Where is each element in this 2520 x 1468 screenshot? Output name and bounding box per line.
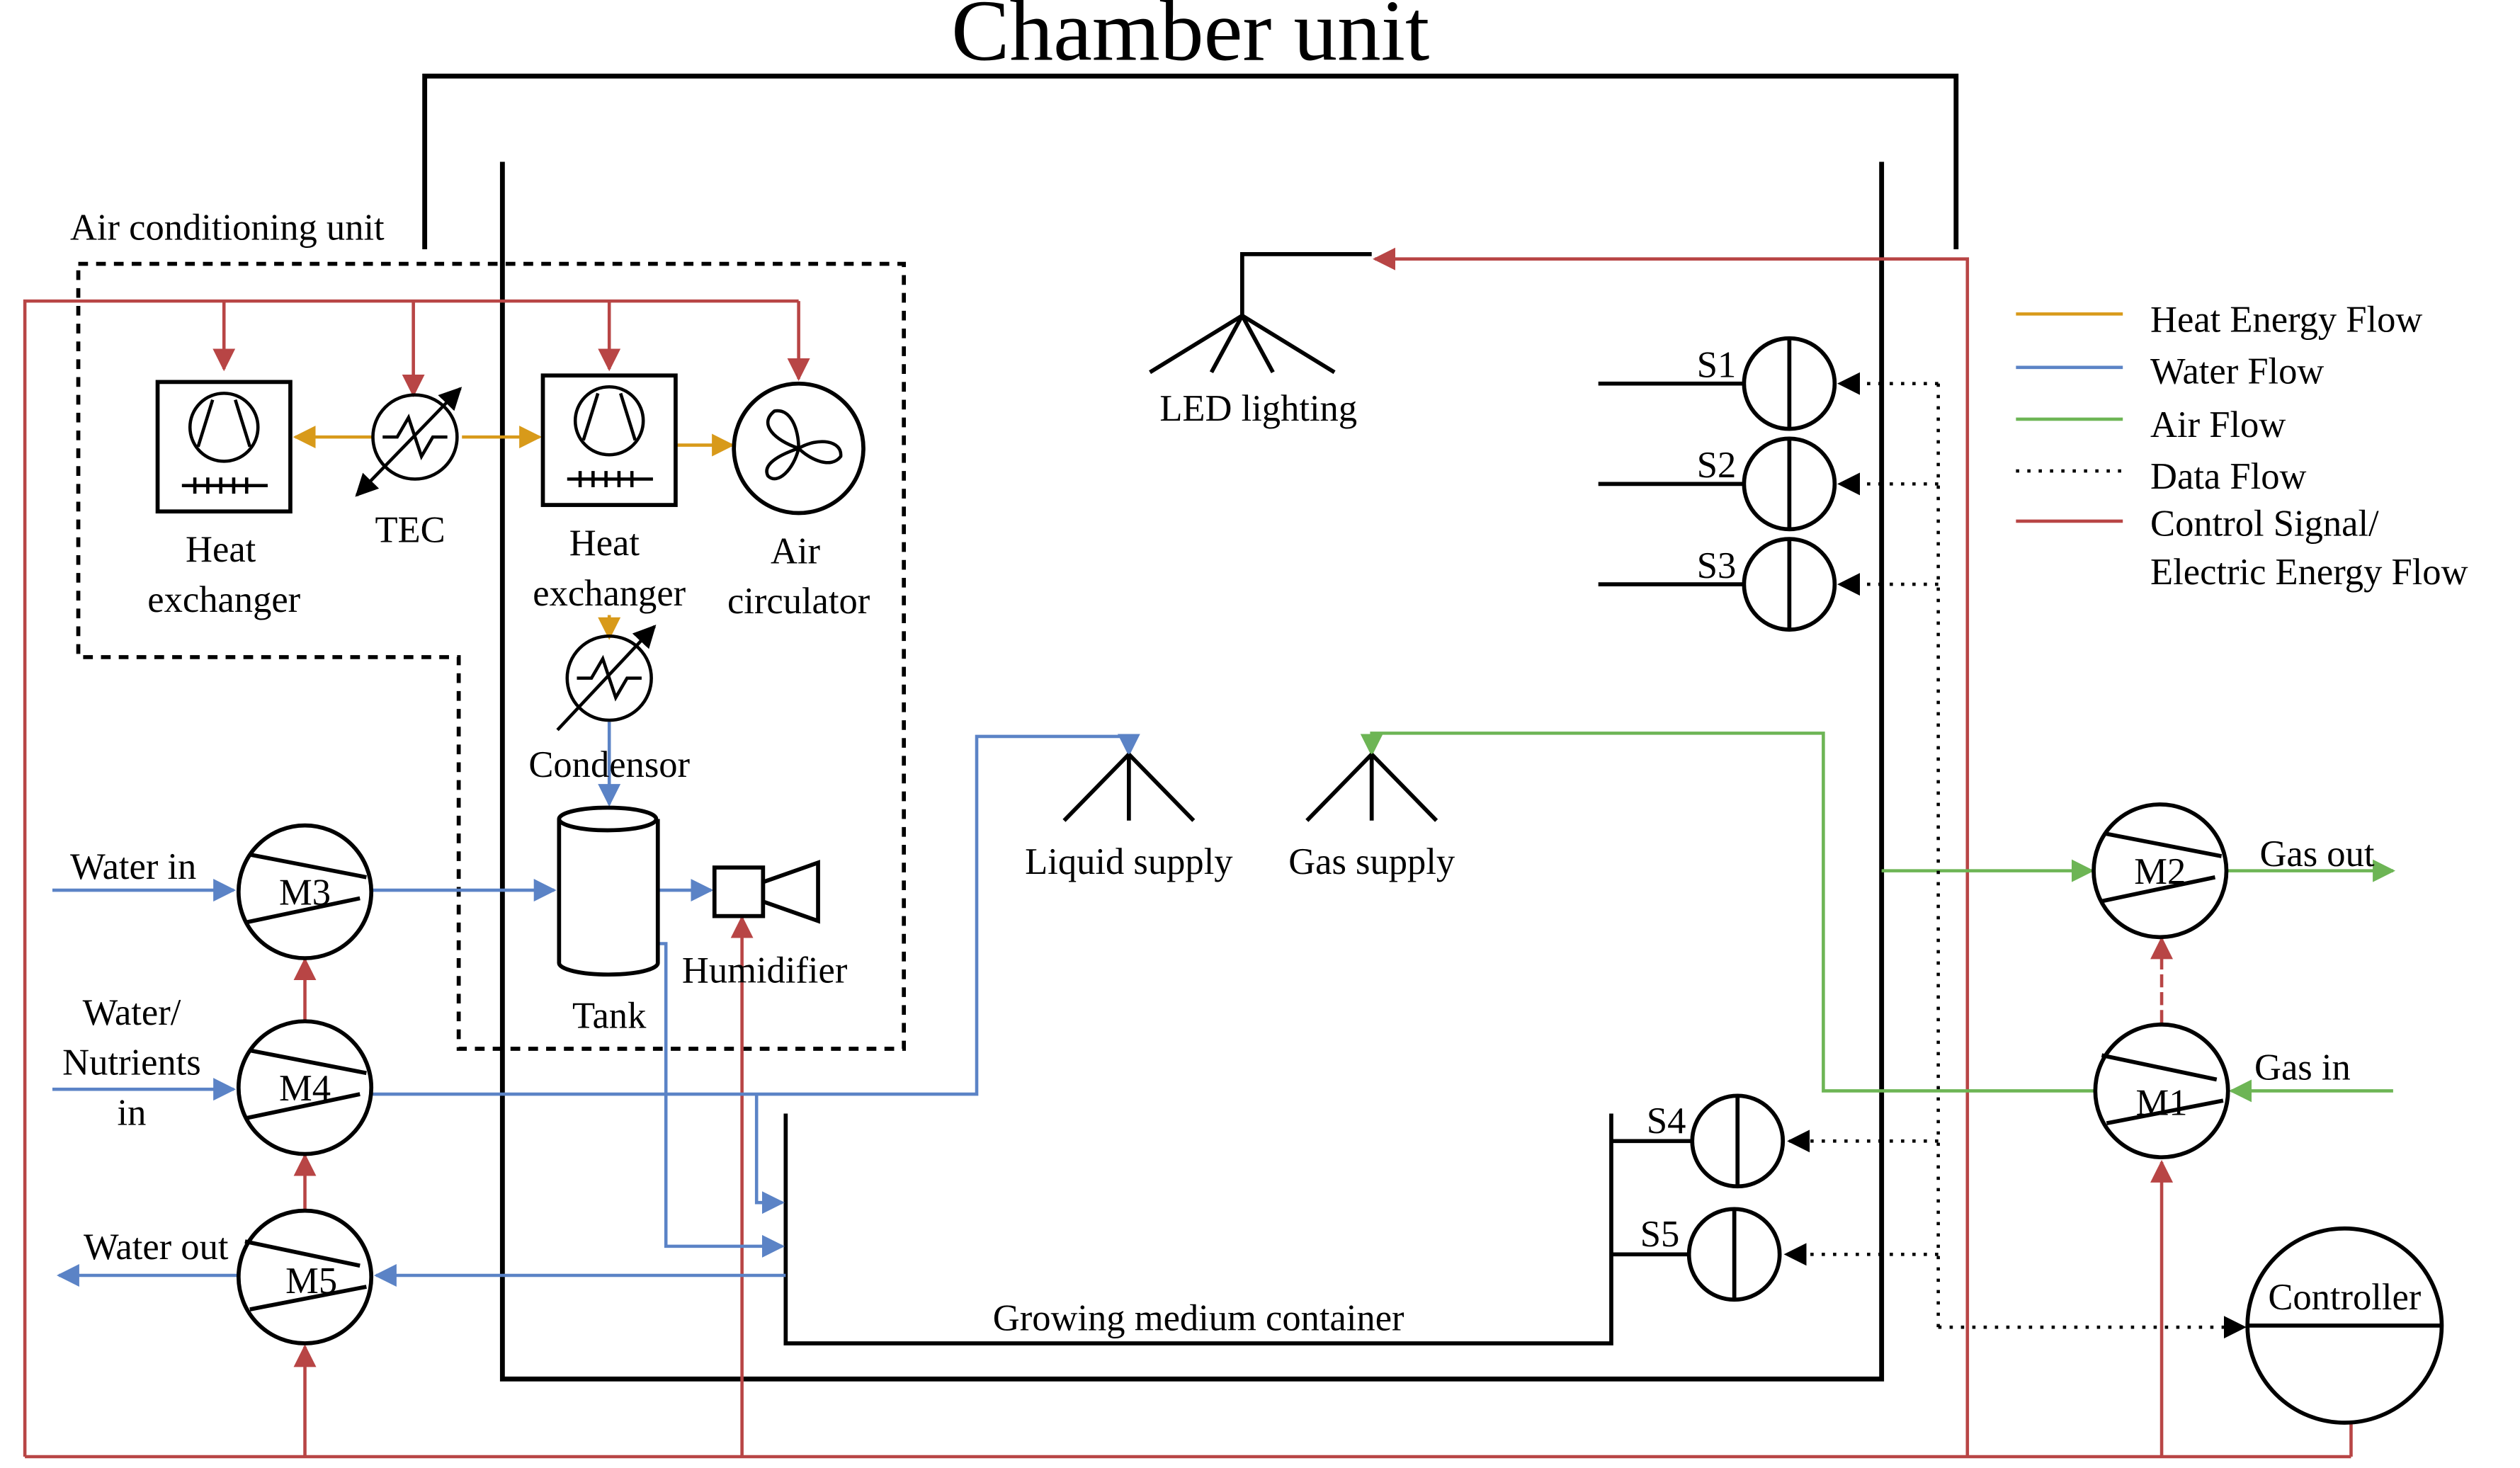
water-nutrients-label-l3: in [118, 1092, 147, 1133]
motor-m4 [236, 1019, 374, 1156]
legend-water-label: Water Flow [2150, 351, 2324, 392]
tank [557, 805, 660, 977]
legend-control-label-l2: Electric Energy Flow [2150, 552, 2468, 593]
humidifier-label: Humidifier [682, 950, 848, 991]
heat-exchanger-2 [540, 373, 678, 507]
sensor-s2-label: S2 [1697, 445, 1737, 486]
chamber-unit-label: Chamber unit [951, 0, 1429, 79]
growing-medium-container [783, 1113, 1613, 1345]
legend-heat-label: Heat Energy Flow [2150, 300, 2422, 341]
growing-medium-label: Growing medium container [993, 1298, 1404, 1339]
chamber-frame [422, 73, 1959, 1382]
heat-exchanger-1-label-l2: exchanger [147, 579, 300, 620]
controller-label: Controller [2268, 1277, 2421, 1318]
air-lines [1360, 732, 2396, 1103]
motor-m3-label: M3 [279, 872, 331, 914]
air-circulator-label-l1: Air [771, 530, 821, 571]
led-lighting [1149, 251, 1372, 375]
water-nutrients-label-l2: Nutrients [62, 1042, 201, 1083]
sensor-s4 [1611, 1093, 1786, 1189]
air-circulator-label-l2: circulator [727, 581, 870, 622]
legend: Heat Energy Flow Water Flow Air Flow Dat… [2016, 300, 2468, 593]
led-lighting-label: LED lighting [1159, 388, 1357, 429]
motor-m5-label: M5 [285, 1261, 337, 1302]
controller [2245, 1226, 2444, 1425]
control-lines [23, 247, 2353, 1459]
condensor-label: Condensor [528, 744, 690, 785]
gas-in-label: Gas in [2254, 1047, 2351, 1088]
water-out-label: Water out [84, 1227, 229, 1268]
motor-m2-label: M2 [2134, 851, 2186, 892]
liquid-supply-nozzle [1062, 753, 1196, 822]
water-nutrients-label-l1: Water/ [83, 992, 181, 1033]
condensor-symbol [556, 625, 657, 732]
ac-unit-label: Air conditioning unit [70, 207, 385, 248]
gas-out-label: Gas out [2259, 833, 2374, 875]
sensor-s1-label: S1 [1697, 345, 1737, 386]
ac-unit-boundary [76, 261, 907, 1051]
sensor-s5 [1611, 1207, 1782, 1302]
data-lines [1783, 372, 2247, 1339]
sensor-s1 [1598, 336, 1837, 431]
heat-lines [293, 426, 735, 640]
liquid-supply-label: Liquid supply [1025, 841, 1233, 882]
motor-m3 [236, 823, 374, 960]
motor-m4-label: M4 [279, 1068, 331, 1109]
heat-exchanger-2-label-l2: exchanger [533, 573, 686, 614]
legend-data-label: Data Flow [2150, 456, 2306, 497]
humidifier [712, 860, 820, 924]
sensor-s5-label: S5 [1640, 1214, 1679, 1255]
heat-exchanger-2-label-l1: Heat [569, 523, 640, 564]
legend-control-label-l1: Control Signal/ [2150, 503, 2379, 545]
gas-supply-nozzle [1305, 753, 1438, 822]
motor-m2 [2092, 802, 2229, 940]
sensor-s3 [1598, 537, 1837, 632]
gas-supply-label: Gas supply [1288, 841, 1455, 882]
heat-exchanger-1 [155, 380, 293, 514]
motor-m1-label: M1 [2136, 1083, 2188, 1124]
air-circulator [732, 381, 865, 516]
tank-label: Tank [572, 995, 647, 1036]
heat-exchanger-1-label-l1: Heat [186, 529, 256, 570]
sensor-s2 [1598, 436, 1837, 532]
motor-m5 [236, 1208, 374, 1345]
water-in-label: Water in [70, 846, 196, 887]
legend-air-label: Air Flow [2150, 404, 2286, 445]
tec-label: TEC [375, 510, 445, 551]
water-lines [52, 722, 1140, 1287]
motor-m1 [2093, 1022, 2230, 1160]
sensor-s4-label: S4 [1647, 1100, 1686, 1142]
sensor-s3-label: S3 [1697, 545, 1737, 586]
tec-symbol [355, 387, 462, 497]
